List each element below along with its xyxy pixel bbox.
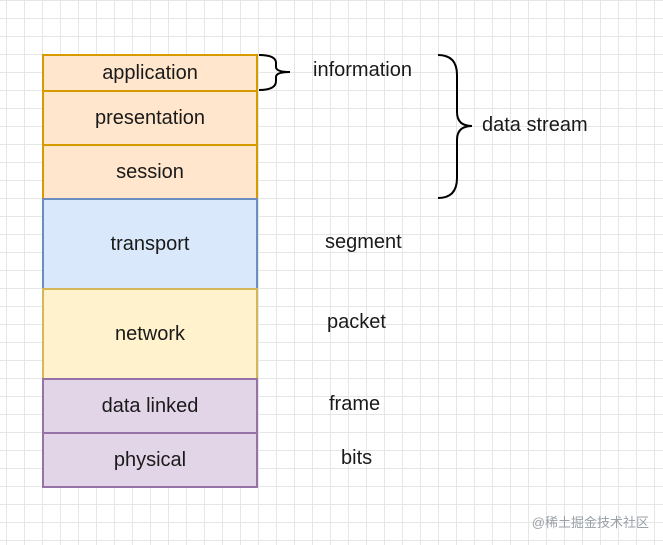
layer-label: physical [113,448,187,471]
pdu-label-information: information [313,59,412,81]
pdu-label-segment: segment [325,231,402,253]
layer-label: data linked [101,394,199,417]
pdu-label-frame: frame [329,393,381,415]
group-label-data-stream: data stream [482,114,588,136]
layer-label: transport [110,232,190,255]
layer-application: application [42,54,258,92]
layer-session: session [42,144,258,200]
layer-label: session [116,160,184,183]
layer-physical: physical [42,432,258,488]
watermark-text: @稀土掘金技术社区 [531,515,649,530]
layer-data-linked: data linked [42,378,258,434]
pdu-label-bits: bits [341,447,373,469]
layer-network: network [42,288,258,380]
large-curly-brace [437,54,473,199]
small-curly-brace [258,54,291,91]
pdu-label-packet: packet [327,311,386,333]
layer-label: network [114,322,186,345]
layer-label: application [102,61,198,84]
layer-label: presentation [94,106,206,129]
